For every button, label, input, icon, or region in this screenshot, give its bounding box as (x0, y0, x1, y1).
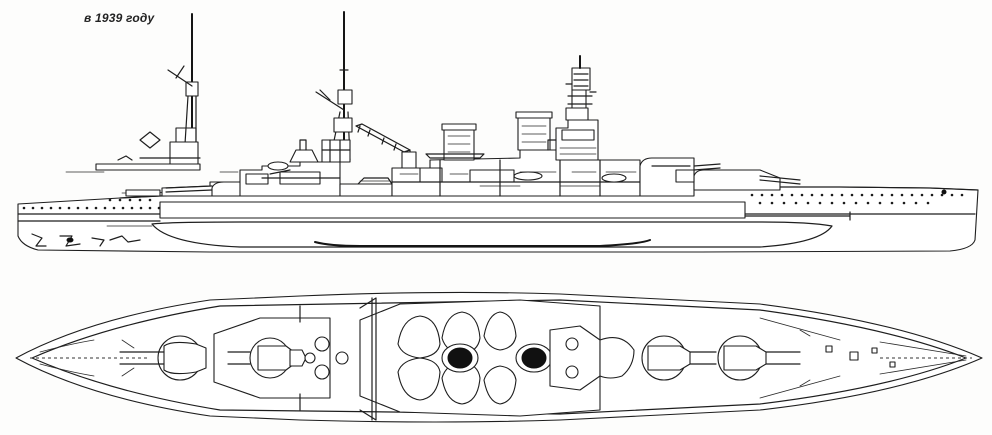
bulge-waterline (314, 239, 651, 247)
portholes (22, 193, 964, 210)
porthole (870, 193, 874, 197)
porthole (890, 201, 894, 205)
porthole (22, 206, 26, 210)
porthole (878, 201, 882, 205)
main-mast (315, 11, 353, 163)
porthole (800, 193, 804, 197)
drawing-caption: в 1939 году (84, 11, 155, 25)
porthole (820, 193, 824, 197)
stern-gear (31, 233, 141, 247)
porthole (118, 198, 122, 202)
porthole (842, 201, 846, 205)
aircraft-crane (355, 123, 417, 183)
fore-mast (65, 13, 201, 173)
side-profile-view (17, 11, 979, 253)
porthole (103, 206, 107, 210)
x-turret-plan (227, 337, 307, 379)
porthole (910, 193, 914, 197)
porthole (770, 201, 774, 205)
porthole (930, 193, 934, 197)
porthole (770, 193, 774, 197)
porthole (108, 198, 112, 202)
porthole (49, 206, 53, 210)
porthole (58, 206, 62, 210)
funnel-tops-plan (441, 343, 553, 373)
porthole (157, 206, 161, 210)
porthole (760, 193, 764, 197)
porthole (782, 201, 786, 205)
plan-view (15, 291, 983, 423)
porthole (940, 193, 944, 197)
side-hull (17, 186, 979, 253)
porthole (830, 193, 834, 197)
porthole (840, 193, 844, 197)
porthole (794, 201, 798, 205)
porthole (860, 193, 864, 197)
porthole (76, 206, 80, 210)
porthole (148, 206, 152, 210)
porthole (920, 193, 924, 197)
porthole (139, 206, 143, 210)
a-turret-side (693, 169, 781, 191)
boat-deck (397, 311, 517, 405)
porthole (914, 201, 918, 205)
porthole (960, 193, 964, 197)
b-turret-plan (641, 335, 717, 381)
porthole (890, 193, 894, 197)
porthole (112, 206, 116, 210)
porthole (818, 201, 822, 205)
porthole (850, 193, 854, 197)
porthole (31, 206, 35, 210)
porthole (902, 201, 906, 205)
porthole (810, 193, 814, 197)
porthole (830, 201, 834, 205)
fore-funnel (517, 115, 551, 151)
porthole (806, 201, 810, 205)
porthole (780, 193, 784, 197)
porthole (950, 193, 954, 197)
armour-belt (159, 201, 746, 219)
porthole (85, 206, 89, 210)
porthole (138, 198, 142, 202)
y-turret-plan (119, 335, 207, 381)
porthole (128, 198, 132, 202)
porthole (148, 198, 152, 202)
porthole (94, 206, 98, 210)
porthole (758, 201, 762, 205)
a-turret-plan (717, 335, 801, 381)
porthole (880, 193, 884, 197)
porthole (790, 193, 794, 197)
porthole (854, 201, 858, 205)
anti-torpedo-bulge (151, 221, 833, 248)
porthole (866, 201, 870, 205)
porthole (121, 206, 125, 210)
bridge-tower (547, 55, 599, 161)
porthole (750, 193, 754, 197)
porthole (67, 206, 71, 210)
b-turret-side (639, 157, 695, 197)
porthole (130, 206, 134, 210)
porthole (926, 201, 930, 205)
bridge-plan (549, 325, 601, 391)
porthole (40, 206, 44, 210)
porthole (900, 193, 904, 197)
